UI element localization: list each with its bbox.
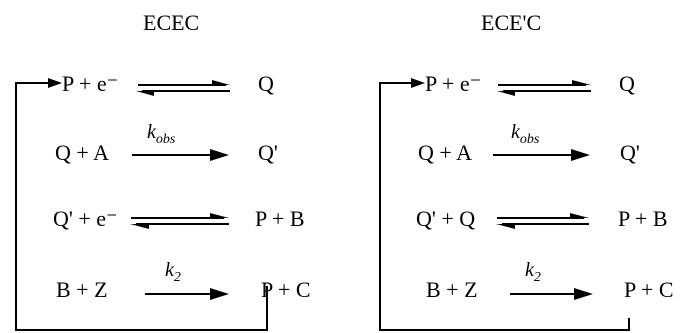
step3-lhs: Q' + Q: [416, 206, 476, 231]
step4-lhs: B + Z: [426, 277, 478, 302]
scheme-title: ECE'C: [481, 10, 542, 35]
equilibrium-arrow: [497, 80, 591, 96]
step1-lhs: P + e⁻: [425, 71, 482, 96]
step3-rhs: P + B: [255, 206, 305, 231]
step1-rhs: Q: [258, 71, 274, 96]
scheme-title: ECEC: [143, 10, 200, 35]
equilibrium-arrow: [130, 213, 229, 229]
forward-arrow: [493, 149, 590, 161]
rate-constant-k2: k2: [165, 259, 181, 285]
step3-rhs: P + B: [618, 206, 668, 231]
rate-constant-kobs: kobs: [147, 121, 176, 147]
step1-lhs: P + e⁻: [62, 71, 119, 96]
scheme-ecec: ECEC P + e⁻ Q Q + A kobs Q' Q' + e⁻ P + …: [0, 0, 340, 333]
forward-arrow: [145, 288, 229, 300]
rate-constant-k2: k2: [525, 259, 541, 285]
step2-lhs: Q + A: [418, 140, 472, 165]
forward-arrow: [510, 288, 593, 300]
step4-lhs: B + Z: [56, 277, 108, 302]
cycle-return-arrowhead: [411, 78, 425, 88]
step4-rhs: P + C: [261, 277, 311, 302]
equilibrium-arrow: [496, 213, 589, 229]
cycle-return-line: [15, 82, 268, 331]
cycle-return-arrowhead: [48, 78, 62, 88]
forward-arrow: [132, 149, 229, 161]
rate-constant-kobs: kobs: [511, 121, 540, 147]
step3-lhs: Q' + e⁻: [53, 206, 118, 231]
step2-rhs: Q': [258, 140, 278, 165]
scheme-ecepc: ECE'C P + e⁻ Q Q + A kobs Q' Q' + Q P + …: [360, 0, 689, 333]
step2-rhs: Q': [620, 140, 640, 165]
equilibrium-arrow: [136, 80, 230, 96]
step2-lhs: Q + A: [55, 140, 109, 165]
step1-rhs: Q: [619, 71, 635, 96]
cycle-return-line: [379, 82, 630, 331]
step4-rhs: P + C: [624, 277, 674, 302]
